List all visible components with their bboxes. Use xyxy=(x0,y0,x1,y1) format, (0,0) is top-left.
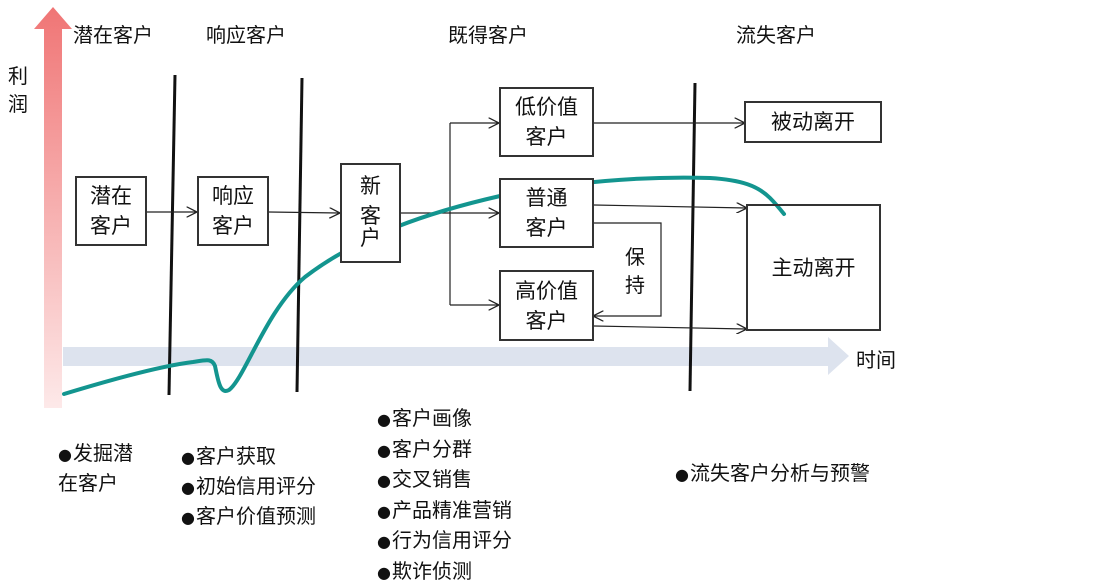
box-text: 客户 xyxy=(90,211,132,241)
box-text: 潜在 xyxy=(90,181,132,211)
box-potential-customer: 潜在客户 xyxy=(75,176,147,246)
arrow-high-to-active xyxy=(594,326,746,329)
arrow-respond-to-new xyxy=(269,212,339,213)
profit-axis-label-char: 利 xyxy=(6,62,30,90)
bullets-respond: ●客户获取●初始信用评分●客户价值预测 xyxy=(181,442,316,532)
bullet-text: 客户获取 xyxy=(196,444,276,468)
bullet-text: 客户画像 xyxy=(392,406,472,430)
profit-axis-label-char: 润 xyxy=(6,90,30,118)
bullet-marker: ● xyxy=(377,532,391,551)
phase-label-respond: 响应客户 xyxy=(206,19,286,48)
bullet-text: 客户价值预测 xyxy=(196,504,316,528)
bullet-text: 发掘潜 xyxy=(73,441,133,465)
bullet-item: ●客户价值预测 xyxy=(181,502,316,532)
retain-label-char: 持 xyxy=(623,271,647,299)
bullet-text: 流失客户分析与预警 xyxy=(690,461,870,485)
bullet-item: ●客户分群 xyxy=(377,435,512,466)
box-text: 客户 xyxy=(515,306,578,336)
bullet-marker: ● xyxy=(377,471,391,490)
bullet-marker: ● xyxy=(181,478,195,497)
box-text: 客户 xyxy=(212,211,254,241)
bullet-text: 交叉销售 xyxy=(392,467,472,491)
bullet-item: ●欺诈侦测 xyxy=(377,557,512,587)
arrow-normal-to-active xyxy=(594,205,746,208)
bullet-marker: ● xyxy=(377,502,391,521)
box-passive-leave: 被动离开 xyxy=(744,101,882,143)
box-text: 主动离开 xyxy=(772,253,856,283)
bullet-item: ●客户画像 xyxy=(377,404,512,435)
box-text: 新 xyxy=(360,171,381,201)
bullet-item: ●客户获取 xyxy=(181,442,316,472)
phase-divider-2 xyxy=(297,78,302,392)
profit-axis-label: 利润 xyxy=(6,62,30,118)
box-high-value-customer: 高价值客户 xyxy=(499,270,594,341)
box-text: 被动离开 xyxy=(771,107,855,137)
box-active-leave: 主动离开 xyxy=(746,204,881,331)
bullets-potential: ●发掘潜 在客户 xyxy=(58,439,133,497)
phase-label-potential: 潜在客户 xyxy=(73,19,153,48)
box-text: 高价值 xyxy=(515,276,578,306)
profit-axis-label-text: 利润 xyxy=(6,62,30,118)
retain-label: 保 持 xyxy=(623,243,647,299)
box-text: 响应 xyxy=(212,181,254,211)
box-low-value-customer: 低价值客户 xyxy=(499,87,594,157)
phase-divider-3 xyxy=(690,83,695,391)
box-respond-customer: 响应客户 xyxy=(197,176,269,246)
time-axis-arrow xyxy=(63,337,849,375)
box-new-customer: 新客户 xyxy=(340,163,401,263)
bullet-marker: ● xyxy=(377,410,391,429)
box-text: 户 xyxy=(360,223,381,253)
bullet-item: ●行为信用评分 xyxy=(377,526,512,557)
bullet-text: 产品精准营销 xyxy=(392,498,512,522)
bullet-item: ●初始信用评分 xyxy=(181,472,316,502)
bullet-marker: ● xyxy=(377,441,391,460)
time-axis-label: 时间 xyxy=(856,344,896,373)
box-normal-customer: 普通客户 xyxy=(499,178,594,248)
bullet-item: ●发掘潜 xyxy=(58,439,133,469)
bullet-marker: ● xyxy=(58,445,72,464)
box-text: 客户 xyxy=(526,213,568,243)
bullet-marker: ● xyxy=(181,508,195,527)
bullet-marker: ● xyxy=(675,465,689,484)
bullet-item: ●产品精准营销 xyxy=(377,496,512,527)
bullets-lost: ●流失客户分析与预警 xyxy=(675,459,870,489)
bullet-item-continued: 在客户 xyxy=(58,469,133,497)
box-text: 普通 xyxy=(526,183,568,213)
bullet-marker: ● xyxy=(181,448,195,467)
bullet-text: 行为信用评分 xyxy=(392,528,512,552)
retain-label-char: 保 xyxy=(623,243,647,271)
bullet-item: ●流失客户分析与预警 xyxy=(675,459,870,489)
phase-label-lost: 流失客户 xyxy=(736,19,816,48)
bullets-acquired: ●客户画像●客户分群●交叉销售●产品精准营销●行为信用评分●欺诈侦测 xyxy=(377,404,512,587)
bullet-item: ●交叉销售 xyxy=(377,465,512,496)
box-text: 客户 xyxy=(515,122,578,152)
phase-label-acquired: 既得客户 xyxy=(448,19,528,48)
bullet-text: 初始信用评分 xyxy=(196,474,316,498)
bullet-text: 客户分群 xyxy=(392,437,472,461)
bullet-text: 在客户 xyxy=(58,471,118,495)
box-text: 低价值 xyxy=(515,92,578,122)
